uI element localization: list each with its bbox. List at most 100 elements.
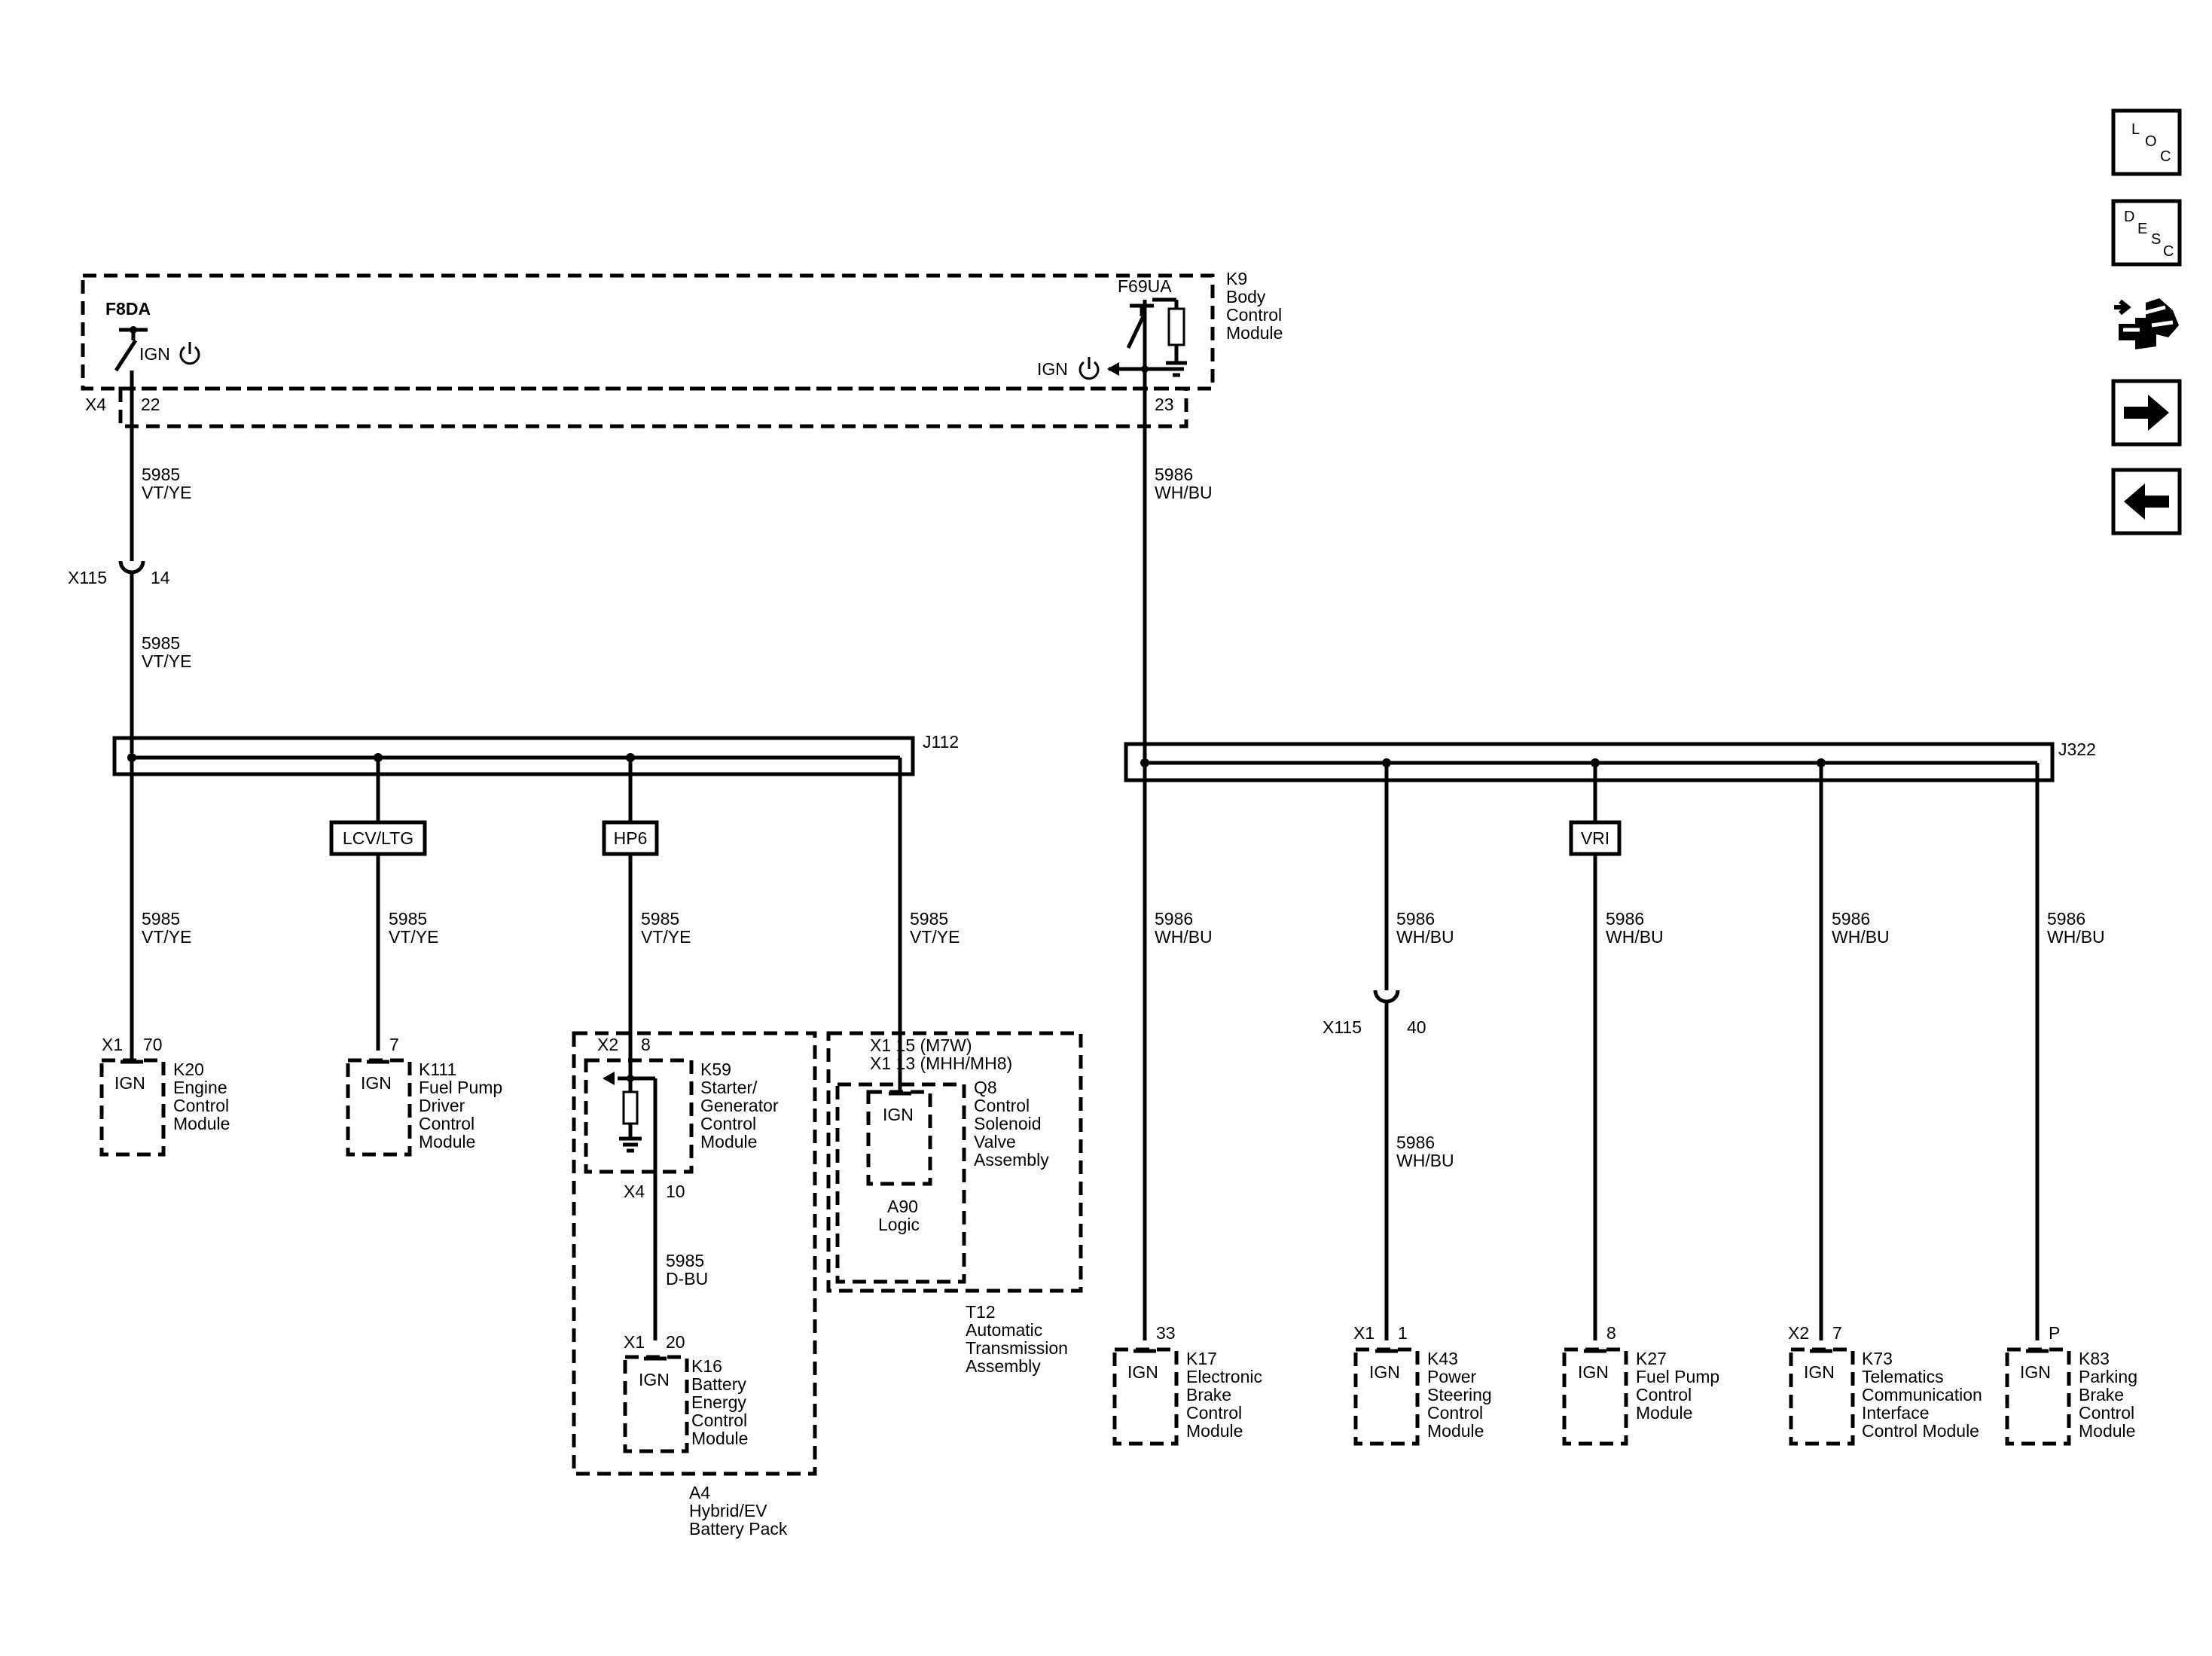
wire-color-label: VT/YE (142, 927, 191, 947)
output-arrow-icon (603, 1072, 615, 1085)
q8-outline (835, 1082, 966, 1284)
bcm-ref: K9 (1226, 269, 1247, 288)
assembly-name-line: Battery Pack (689, 1519, 788, 1539)
module-ref: K16 (691, 1356, 722, 1376)
module-name-line: Solenoid (974, 1114, 1042, 1133)
k17-electronic-brake-control-module: 33 IGN K17 Electronic Brake Control Modu… (1112, 1323, 1262, 1446)
arrow-right-icon (2124, 395, 2169, 431)
ign-left-label: IGN (139, 344, 170, 364)
pin-label: 8 (641, 1035, 651, 1054)
connector-icon[interactable] (2113, 292, 2182, 358)
inline-connector-label: X115 (68, 568, 107, 587)
bcm-pin-right: 23 (1155, 395, 1174, 414)
module-name-line: Control (1636, 1385, 1692, 1404)
module-name-line: Telematics (1862, 1367, 1944, 1386)
next-page-button[interactable] (2111, 379, 2182, 447)
fuse-f69ua-label: F69UA (1118, 276, 1172, 296)
logic-label: Logic (878, 1215, 920, 1234)
a4-hybrid-ev-battery-pack: A4 Hybrid/EV Battery Pack X2 8 K59 Start… (572, 1031, 817, 1539)
wire-color-label: VT/YE (389, 927, 438, 947)
module-name-line: Control (2079, 1403, 2134, 1423)
connector-label: X4 (624, 1182, 645, 1201)
module-name-line: Starter/ (700, 1078, 758, 1097)
module-name-line: Assembly (974, 1150, 1049, 1170)
option-label: LCV/LTG (343, 828, 413, 848)
module-ref: K27 (1636, 1349, 1667, 1368)
wire-circuit-label: 5986 (1606, 909, 1644, 929)
wire-circuit-label: 5986 (2047, 909, 2085, 929)
nav-toolbar: L O C D E S C (2111, 108, 2182, 535)
resistor-icon (622, 1090, 639, 1125)
option-label: VRI (1581, 828, 1609, 848)
bcm-pin-left: 22 (141, 395, 160, 414)
assembly-name-line: Transmission (966, 1338, 1068, 1358)
module-ref: K43 (1427, 1349, 1458, 1368)
module-ref: K83 (2079, 1349, 2110, 1368)
power-icon (179, 342, 200, 365)
splice-label: J112 (923, 732, 959, 752)
module-name-line: Module (1636, 1403, 1692, 1423)
assembly-ref: A4 (689, 1483, 710, 1502)
pin-label: 20 (666, 1332, 685, 1352)
loc-letter: O (2145, 133, 2157, 150)
inline-pin-label: 40 (1407, 1017, 1426, 1037)
splice-j322: J322 (1124, 740, 2096, 782)
module-name-line: Brake (2079, 1385, 2124, 1404)
connector-label: X1 (1353, 1323, 1374, 1343)
desc-letter: S (2151, 231, 2161, 248)
module-ref: K111 (419, 1060, 456, 1079)
module-name-line: Control (419, 1114, 474, 1133)
pin-label: X1 13 (MHH/MH8) (870, 1054, 1012, 1073)
module-name-line: Energy (691, 1392, 746, 1412)
wire-circuit-label: 5985 (666, 1251, 704, 1270)
k27-fuel-pump-control-module: 8 IGN K27 Fuel Pump Control Module (1562, 1323, 1719, 1446)
module-name-line: Generator (700, 1096, 779, 1115)
wire-color-label: VT/YE (142, 483, 191, 502)
module-name-line: Fuel Pump (1636, 1367, 1719, 1386)
module-name-line: Battery (691, 1374, 746, 1394)
module-name-line: Control (173, 1096, 229, 1115)
previous-page-button[interactable] (2111, 468, 2182, 535)
module-name-line: Module (1186, 1421, 1243, 1441)
wire-circuit-label: 5986 (1155, 909, 1193, 929)
module-name-line: Module (691, 1429, 748, 1448)
module-name-line: Module (173, 1114, 230, 1133)
k111-fuel-pump-driver-control-module: 7 IGN K111 Fuel Pump Driver Control Modu… (346, 1035, 502, 1157)
pin-label: X1 15 (M7W) (870, 1035, 972, 1055)
splice-label: J322 (2058, 740, 2096, 759)
output-arrow-icon (1107, 362, 1119, 376)
ign-switch-left-icon (114, 339, 138, 372)
resistor-icon (1167, 307, 1185, 346)
ign-label: IGN (1578, 1362, 1609, 1382)
body-control-module: F8DA IGN F69UA IGN K9 Body Cont (81, 269, 1283, 428)
wire-circuit-label: 5985 (389, 909, 427, 929)
wire-color-label: VT/YE (142, 651, 191, 671)
arrow-left-icon (2124, 483, 2169, 520)
module-name-line: Module (419, 1132, 475, 1151)
assembly-name-line: Assembly (966, 1356, 1041, 1376)
desc-button[interactable]: D E S C (2111, 199, 2182, 267)
k73-telematics-control-module: X2 7 IGN K73 Telematics Communication In… (1788, 1323, 1982, 1446)
module-ref: K17 (1186, 1349, 1217, 1368)
bcm-connector-label: X4 (85, 395, 106, 414)
wire-color-label: WH/BU (1155, 927, 1213, 947)
ign-label: IGN (114, 1073, 145, 1093)
left-trunk-wire: 5985 VT/YE X115 14 5985 VT/YE (68, 371, 191, 753)
pin-label: 70 (143, 1035, 163, 1054)
wire-circuit-label: 5986 (1832, 909, 1870, 929)
loc-letter: L (2131, 121, 2140, 138)
wire-circuit-label: 5985 (142, 465, 180, 484)
module-name-line: Electronic (1186, 1367, 1262, 1386)
module-name-line: Brake (1186, 1385, 1231, 1404)
connector-label: X1 (102, 1035, 123, 1054)
inline-connector-icon (118, 560, 145, 575)
module-name-line: Control (1427, 1403, 1483, 1423)
left-branch-wires: 5985 VT/YE LCV/LTG 5985 VT/YE HP6 5985 V… (130, 758, 960, 1092)
bcm-outline (81, 273, 1215, 391)
wire-color-label: D-BU (666, 1269, 708, 1289)
inline-connector-icon (1373, 990, 1400, 1004)
wire-circuit-label: 5986 (1155, 465, 1193, 484)
loc-button[interactable]: L O C (2111, 108, 2182, 176)
fuse-f8da-label: F8DA (105, 299, 151, 319)
